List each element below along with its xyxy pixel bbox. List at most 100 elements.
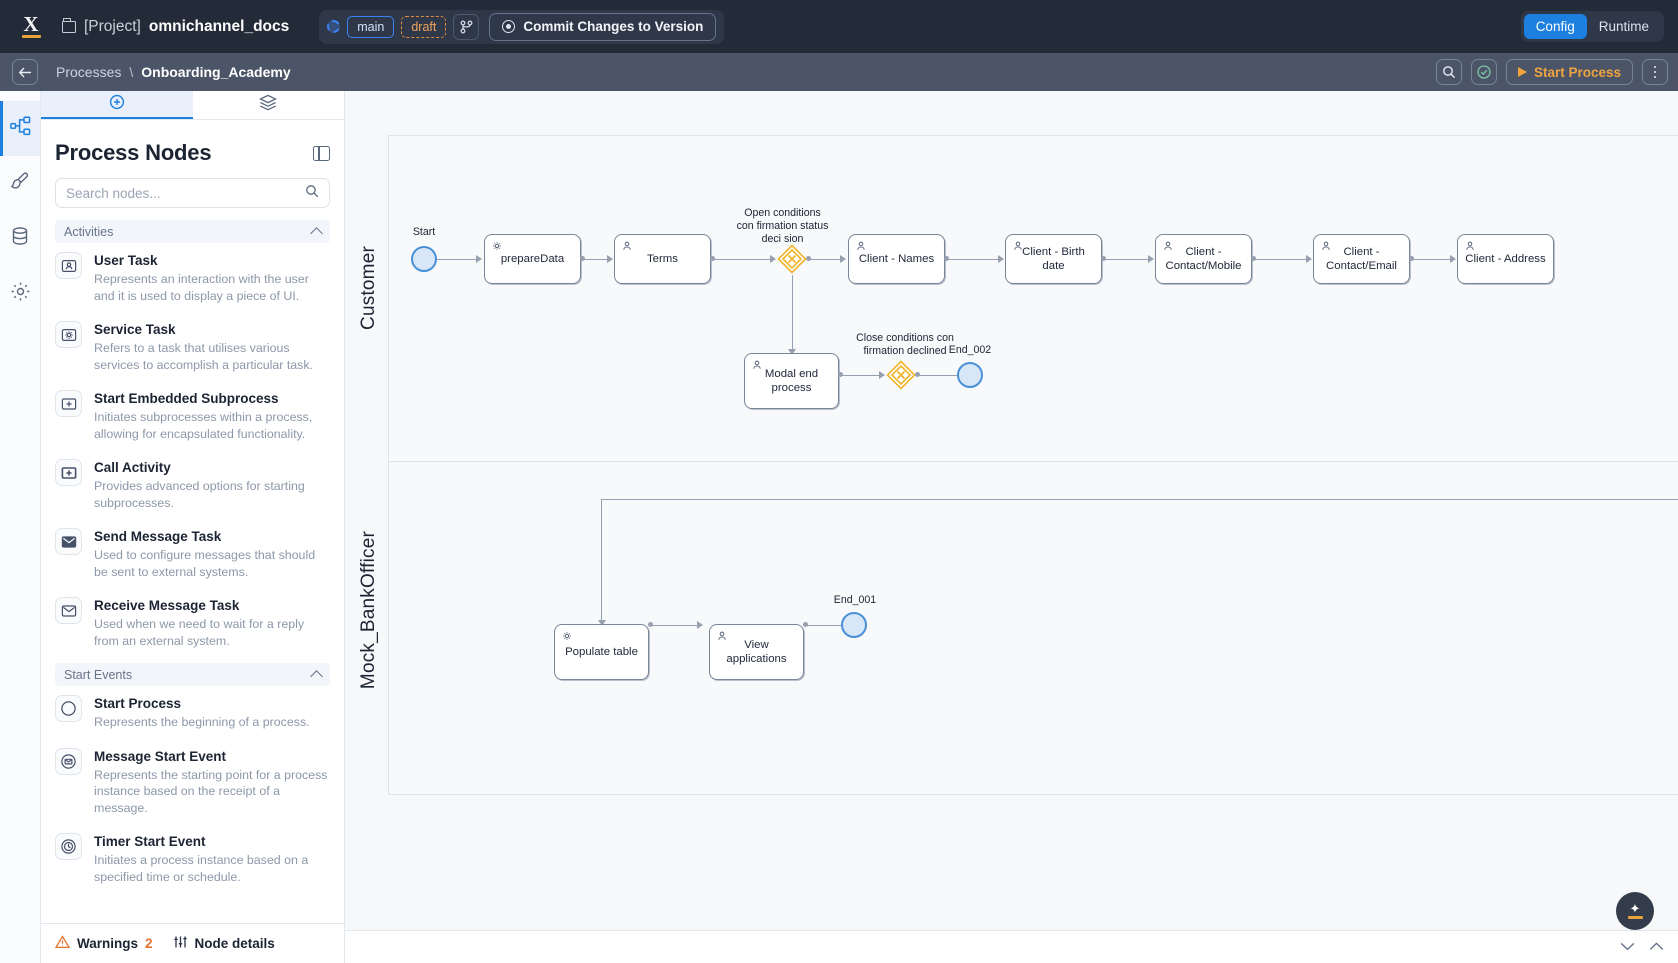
- start-process-label: Start Process: [1534, 65, 1621, 80]
- list-item[interactable]: Service Task Refers to a task that utili…: [41, 312, 344, 381]
- node-Client-Address[interactable]: Client - Address: [1457, 234, 1554, 284]
- draft-state-chip[interactable]: draft: [401, 16, 446, 38]
- node-prepareData[interactable]: prepareData: [484, 234, 581, 284]
- tab-layers[interactable]: [193, 91, 345, 119]
- back-button[interactable]: [12, 59, 38, 85]
- breadcrumb-current: Onboarding_Academy: [141, 64, 290, 80]
- more-options-button[interactable]: [1642, 59, 1668, 85]
- end-event-001[interactable]: [841, 612, 867, 638]
- collapse-panel-icon[interactable]: [313, 146, 330, 161]
- node-title: Timer Start Event: [94, 834, 206, 849]
- gateway-close-conditions[interactable]: [886, 360, 916, 390]
- node-Terms[interactable]: Terms: [614, 234, 711, 284]
- edge: [948, 259, 1003, 260]
- edge: [652, 625, 702, 626]
- validate-button[interactable]: [1471, 59, 1497, 85]
- list-item[interactable]: Receive Message Task Used when we need t…: [41, 588, 344, 657]
- edge: [601, 499, 1678, 500]
- node-title: Message Start Event: [94, 749, 226, 764]
- search-input[interactable]: [66, 186, 305, 201]
- node-Modal-end-process[interactable]: Modal end process: [744, 353, 839, 409]
- list-item[interactable]: User Task Represents an interaction with…: [41, 243, 344, 312]
- list-item[interactable]: Start Process Represents the beginning o…: [41, 686, 344, 739]
- branch-chip[interactable]: main: [347, 16, 394, 38]
- mode-config-button[interactable]: Config: [1524, 14, 1587, 39]
- edge: [1105, 259, 1153, 260]
- user-task-icon: [751, 359, 763, 375]
- logo-underline: [22, 35, 41, 39]
- node-Client-Names[interactable]: Client - Names: [848, 234, 945, 284]
- edge: [792, 275, 793, 353]
- edge-arrow-icon: [879, 371, 885, 379]
- icon-rail: [0, 91, 41, 963]
- subprocess-icon: [55, 390, 82, 417]
- commit-changes-button[interactable]: Commit Changes to Version: [489, 13, 716, 41]
- warning-triangle-icon: [55, 935, 70, 952]
- node-Client-Contact-Mobile[interactable]: Client - Contact/Mobile: [1155, 234, 1252, 284]
- start-process-button[interactable]: Start Process: [1506, 59, 1633, 85]
- sync-status-icon[interactable]: [327, 20, 340, 33]
- end-event-002[interactable]: [957, 362, 983, 388]
- chevron-up-icon: [310, 227, 323, 240]
- tab-add-nodes[interactable]: [41, 91, 193, 119]
- node-label: View applications: [717, 638, 796, 666]
- node-label: Terms: [647, 252, 678, 266]
- call-activity-icon: [55, 459, 82, 486]
- node-Client-Contact-Email[interactable]: Client - Contact/Email: [1313, 234, 1410, 284]
- node-View-applications[interactable]: View applications: [709, 624, 804, 680]
- node-Client-Birth-date[interactable]: Client - Birth date: [1005, 234, 1102, 284]
- group-header-start-events[interactable]: Start Events: [55, 663, 330, 686]
- rail-item-process-tree[interactable]: [0, 101, 40, 156]
- mode-switch: Config Runtime: [1521, 11, 1664, 42]
- mode-runtime-button[interactable]: Runtime: [1587, 14, 1661, 39]
- node-Populate-table[interactable]: Populate table: [554, 624, 649, 680]
- panel-tabs: [41, 91, 344, 120]
- branch-graph-icon[interactable]: [453, 14, 479, 40]
- edge-arrow-icon: [607, 255, 613, 263]
- panel-footer: Warnings 2 Node details: [41, 923, 344, 963]
- top-bar: X [Project] omnichannel_docs main draft …: [0, 0, 1678, 53]
- list-item[interactable]: Send Message Task Used to configure mess…: [41, 519, 344, 588]
- gateway-open-conditions[interactable]: [777, 244, 807, 274]
- bpmn-canvas[interactable]: Customer Mock_BankOfficer Start prepareD…: [345, 91, 1678, 963]
- fab-underline: [1628, 916, 1643, 919]
- node-title: Start Embedded Subprocess: [94, 391, 279, 406]
- breadcrumb-processes[interactable]: Processes: [56, 64, 121, 80]
- list-item[interactable]: Call Activity Provides advanced options …: [41, 450, 344, 519]
- node-label: Populate table: [565, 645, 638, 659]
- ai-assistant-fab[interactable]: ✦: [1616, 892, 1654, 930]
- start-event[interactable]: [411, 246, 437, 272]
- process-nodes-panel: Process Nodes Activities: [41, 91, 345, 963]
- node-desc: Initiates a process instance based on a …: [94, 852, 330, 885]
- brush-icon: [10, 171, 30, 196]
- node-desc: Used when we need to wait for a reply fr…: [94, 616, 330, 649]
- service-task-icon: [491, 240, 503, 256]
- list-item[interactable]: Timer Start Event Initiates a process in…: [41, 824, 344, 893]
- kebab-icon: [1654, 66, 1657, 79]
- list-item[interactable]: Message Start Event Represents the start…: [41, 739, 344, 825]
- group-label: Activities: [64, 225, 113, 239]
- page-title: Process Nodes: [55, 140, 211, 166]
- gear-icon: [10, 281, 31, 307]
- project-breadcrumb[interactable]: [Project] omnichannel_docs: [62, 18, 289, 36]
- node-details-button[interactable]: Node details: [173, 935, 275, 952]
- node-title: Start Process: [94, 696, 181, 711]
- chevron-up-icon[interactable]: [1649, 938, 1664, 956]
- search-nodes-box[interactable]: [55, 178, 330, 208]
- chevron-down-icon[interactable]: [1620, 938, 1635, 956]
- rail-item-settings[interactable]: [0, 266, 40, 321]
- user-task-icon: [1320, 240, 1332, 256]
- logo-letter: X: [23, 15, 38, 33]
- search-button[interactable]: [1436, 59, 1462, 85]
- node-details-label: Node details: [195, 936, 275, 951]
- group-header-activities[interactable]: Activities: [55, 220, 330, 243]
- node-label: Client - Contact/Mobile: [1163, 245, 1244, 273]
- rail-item-brush[interactable]: [0, 156, 40, 211]
- warnings-button[interactable]: Warnings 2: [55, 935, 153, 952]
- rail-item-database[interactable]: [0, 211, 40, 266]
- node-label: Modal end process: [752, 367, 831, 395]
- node-title: Call Activity: [94, 460, 171, 475]
- list-item[interactable]: Start Embedded Subprocess Initiates subp…: [41, 381, 344, 450]
- app-logo[interactable]: X: [14, 10, 48, 44]
- process-tree-icon: [10, 116, 31, 141]
